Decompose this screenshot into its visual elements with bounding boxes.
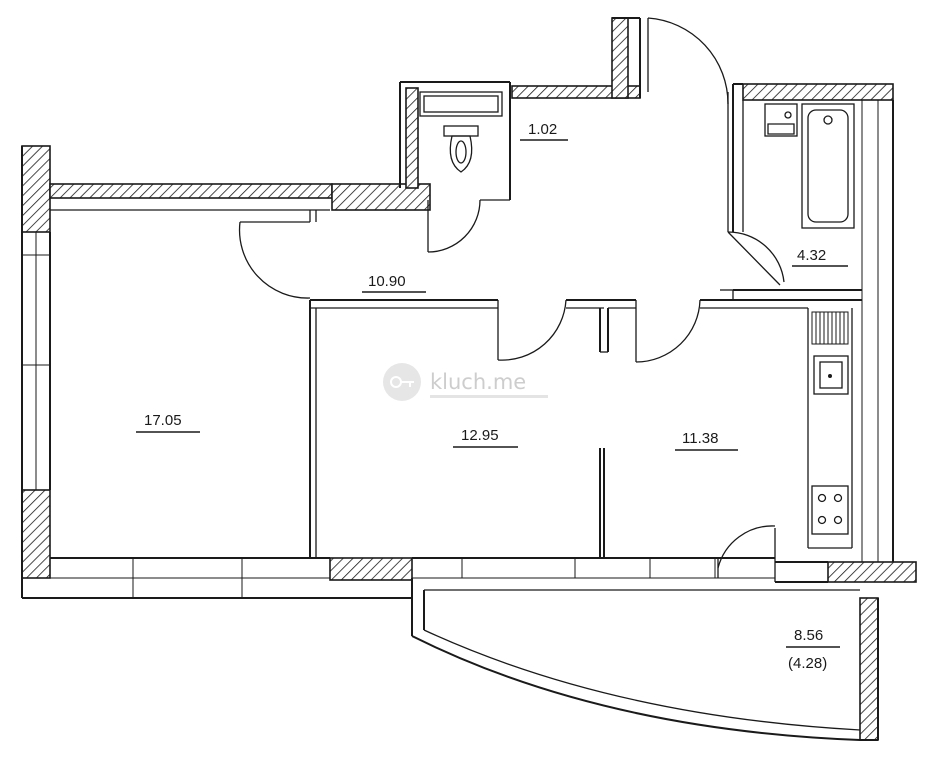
left-wall bbox=[21, 145, 51, 233]
balcony-right-wall bbox=[859, 597, 879, 741]
toilet-seat-back bbox=[443, 125, 479, 137]
kitchen-counter-hatch bbox=[811, 311, 849, 345]
toilet-walls bbox=[399, 17, 641, 253]
entrance-door bbox=[647, 17, 729, 232]
area-label-hall: 10.90 bbox=[368, 273, 406, 290]
toilet-cistern bbox=[419, 91, 503, 117]
area-label-bathroom: 4.32 bbox=[797, 247, 826, 264]
outer-walls bbox=[21, 83, 917, 599]
area-label-balcony-reduced: (4.28) bbox=[788, 655, 827, 672]
watermark-text: kluch.me bbox=[430, 370, 526, 394]
bathroom-sink bbox=[764, 103, 798, 137]
top-wall-large-room bbox=[49, 183, 333, 199]
area-label-large-room: 17.05 bbox=[144, 412, 182, 429]
top-wall-bathroom bbox=[742, 83, 894, 101]
stove bbox=[811, 485, 849, 535]
area-label-toilet: 1.02 bbox=[528, 121, 557, 138]
watermark-subtitle bbox=[430, 395, 548, 398]
area-label-kitchen: 11.38 bbox=[682, 430, 718, 447]
kitchen-fixtures bbox=[811, 311, 849, 535]
bathroom-walls bbox=[720, 84, 862, 301]
toilet-bowl bbox=[449, 135, 473, 173]
right-bottom-wall bbox=[827, 561, 917, 583]
area-label-balcony: 8.56 bbox=[794, 627, 823, 644]
bottom-wall-pillar bbox=[329, 557, 413, 581]
kitchen-sink bbox=[813, 355, 849, 395]
watermark: kluch.me bbox=[383, 363, 548, 401]
area-labels: 1.02 10.90 4.32 17.05 12.95 11.38 8.56 (… bbox=[136, 121, 848, 672]
balcony bbox=[411, 525, 879, 741]
balcony-curve bbox=[411, 635, 861, 741]
area-label-middle-room: 12.95 bbox=[461, 427, 499, 444]
inner-walls bbox=[238, 210, 862, 558]
left-wall-lower bbox=[21, 489, 51, 579]
bathtub bbox=[801, 103, 855, 229]
